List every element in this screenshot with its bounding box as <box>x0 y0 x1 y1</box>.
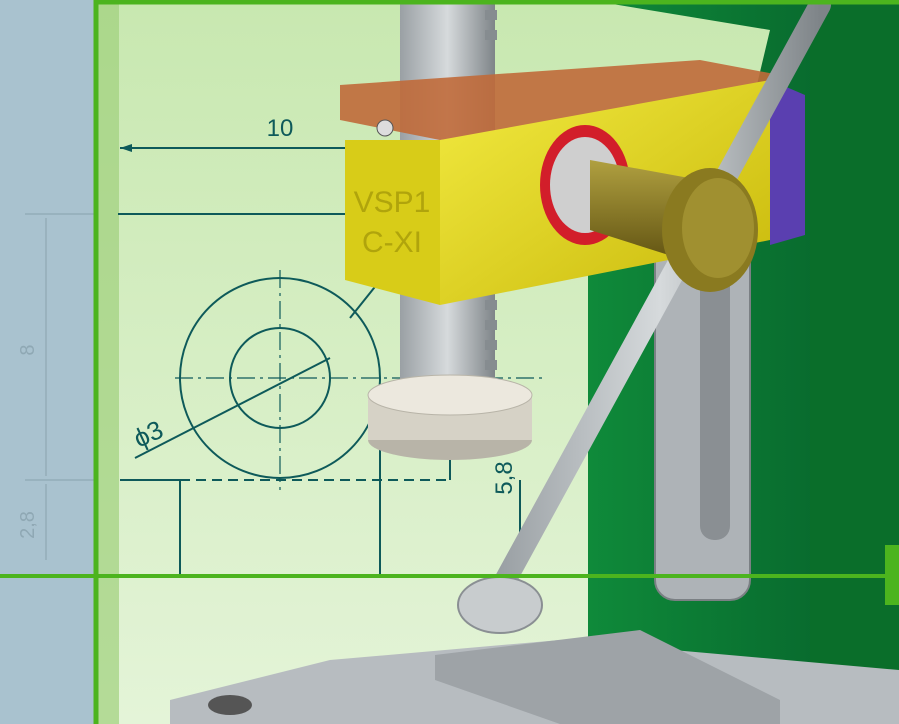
screw-left <box>376 119 394 137</box>
machine-side <box>755 0 899 724</box>
marking-line2: C-XI <box>362 226 422 259</box>
dim-top: 10 <box>267 115 294 142</box>
drawing-left-strip <box>95 0 119 724</box>
marking-line1: VSP1 <box>354 186 431 219</box>
arrow-head <box>120 144 132 152</box>
plate-slot <box>700 260 730 540</box>
bracket-front <box>345 140 440 305</box>
center-lines <box>175 270 545 490</box>
left-panel <box>0 0 95 724</box>
knob-face <box>682 178 754 278</box>
dim-height-right: 5,8 <box>491 461 518 494</box>
lever-rod <box>489 0 831 601</box>
bracket-purple-edge <box>770 80 805 245</box>
punch-top <box>367 374 533 416</box>
base-hole <box>208 695 252 715</box>
lever-ball <box>457 576 543 634</box>
left-faded-dimensions <box>25 213 95 560</box>
dim-height-left: 8 <box>17 344 39 355</box>
base-slide <box>435 630 780 724</box>
dim-height-left-small: 2,8 <box>17 511 39 539</box>
rack-teeth <box>485 10 497 370</box>
